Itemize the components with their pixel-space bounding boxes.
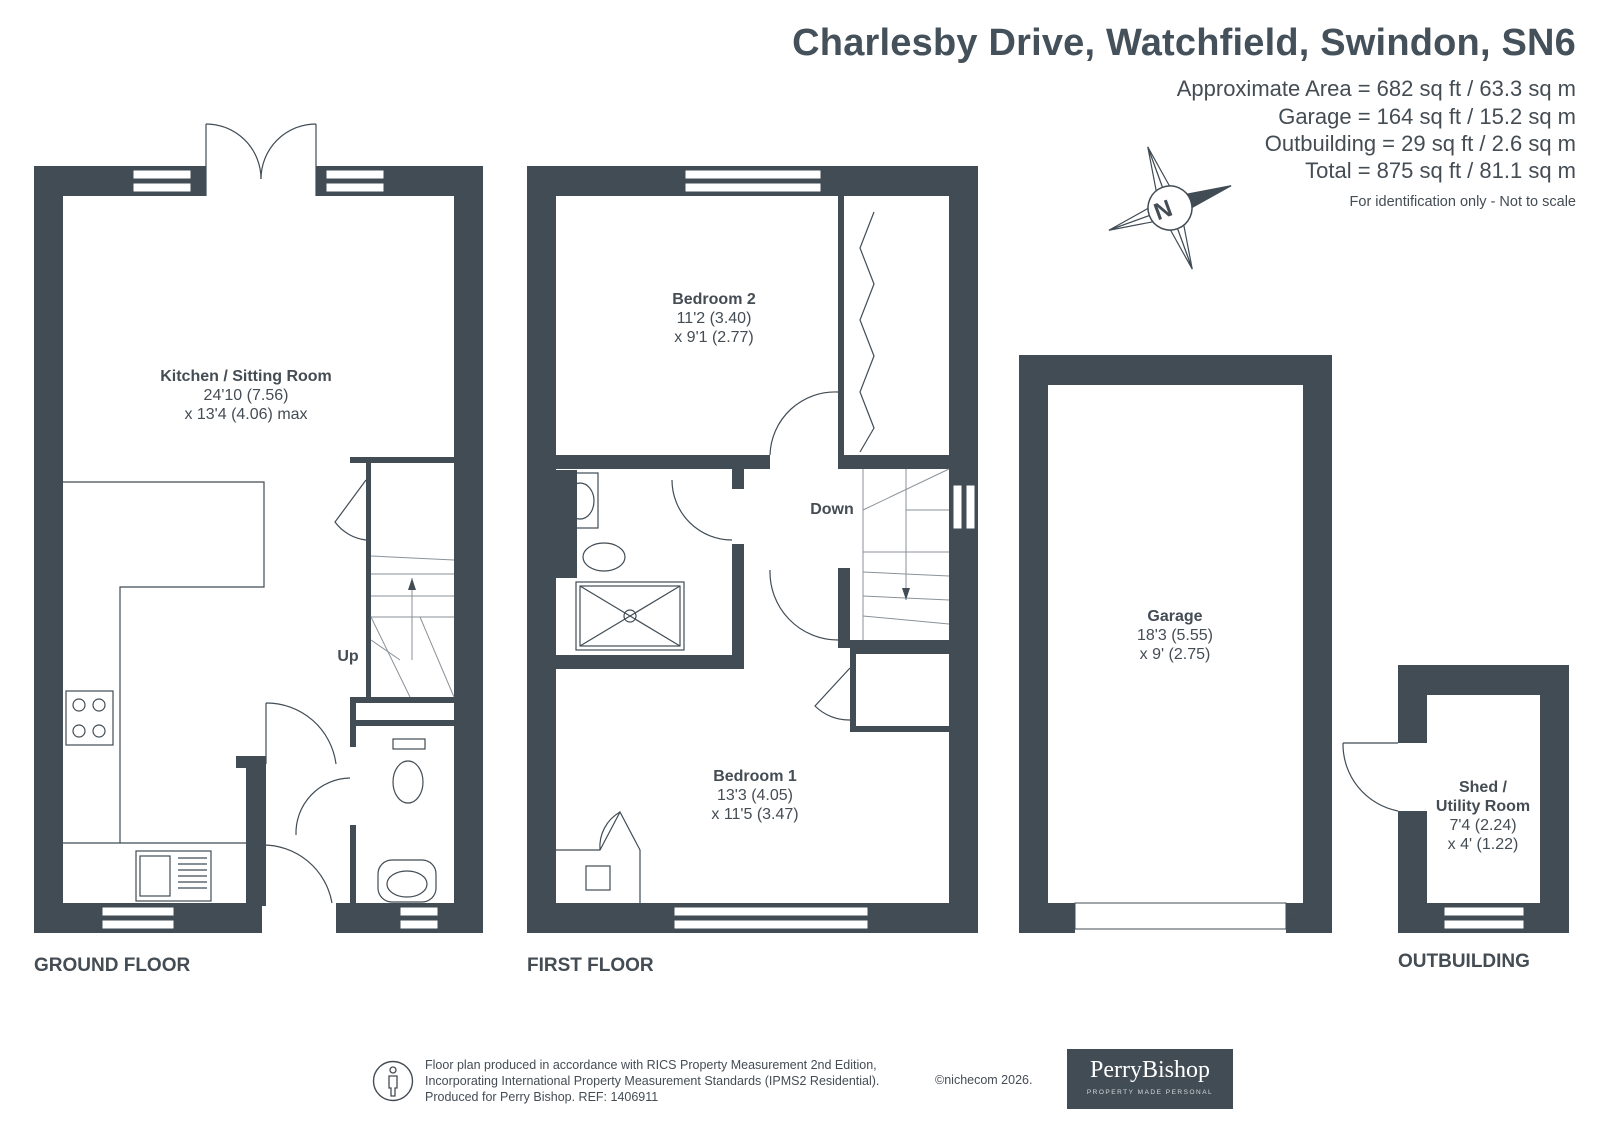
shed-name-line1: Shed / (1459, 779, 1508, 796)
property-title: Charlesby Drive, Watchfield, Swindon, SN… (792, 22, 1576, 64)
footer-disclaimer: Floor plan produced in accordance with R… (425, 1057, 879, 1105)
footer-line-2: Incorporating International Property Mea… (425, 1074, 880, 1088)
brand-name: PerryBishop (1090, 1057, 1210, 1083)
bedroom2-dim-length: 11'2 (3.40) (677, 310, 752, 327)
bedroom1-dim-length: 13'3 (4.05) (717, 787, 793, 804)
footer-line-1: Floor plan produced in accordance with R… (425, 1058, 877, 1072)
stairs-up-label: Up (337, 648, 359, 665)
garage-dim-width: x 9' (2.75) (1140, 646, 1211, 663)
outbuilding-area: Outbuilding = 29 sq ft / 2.6 sq m (1264, 131, 1576, 156)
shed-name-line2: Utility Room (1436, 798, 1530, 815)
kitchen-dim-width: x 13'4 (4.06) max (184, 406, 307, 423)
total-area: Total = 875 sq ft / 81.1 sq m (1305, 158, 1576, 183)
kitchen-name: Kitchen / Sitting Room (160, 368, 332, 385)
bedroom1-dim-width: x 11'5 (3.47) (711, 806, 798, 823)
kitchen-dim-length: 24'10 (7.56) (204, 387, 289, 404)
garage-area: Garage = 164 sq ft / 15.2 sq m (1278, 104, 1576, 129)
bedroom2-dim-width: x 9'1 (2.77) (674, 329, 754, 346)
garage-plan (1019, 355, 1332, 933)
bedroom2-name: Bedroom 2 (672, 291, 756, 308)
ground-floor-plan (34, 123, 483, 935)
outbuilding-label: OUTBUILDING (1398, 951, 1530, 972)
first-floor-plan (527, 166, 978, 933)
perry-bishop-logo: PerryBishop PROPERTY MADE PERSONAL (1067, 1049, 1233, 1109)
first-floor-label: FIRST FLOOR (527, 955, 654, 976)
identification-note: For identification only - Not to scale (1349, 194, 1576, 210)
footer-copyright: ©nichecom 2026. (935, 1073, 1033, 1087)
shed-dim-width: x 4' (1.22) (1448, 836, 1519, 853)
footer-line-3: Produced for Perry Bishop. REF: 1406911 (425, 1090, 659, 1104)
ground-floor-label: GROUND FLOOR (34, 955, 191, 976)
bedroom1-name: Bedroom 1 (713, 768, 797, 785)
rics-person-icon (372, 1060, 414, 1102)
stairs-down-label: Down (810, 501, 854, 518)
approximate-area: Approximate Area = 682 sq ft / 63.3 sq m (1176, 76, 1576, 101)
outbuilding-plan (1342, 665, 1569, 933)
garage-name: Garage (1147, 608, 1202, 625)
brand-tagline: PROPERTY MADE PERSONAL (1086, 1089, 1214, 1096)
compass-icon (1108, 146, 1232, 270)
garage-dim-length: 18'3 (5.55) (1137, 627, 1213, 644)
shed-dim-length: 7'4 (2.24) (1449, 817, 1516, 834)
